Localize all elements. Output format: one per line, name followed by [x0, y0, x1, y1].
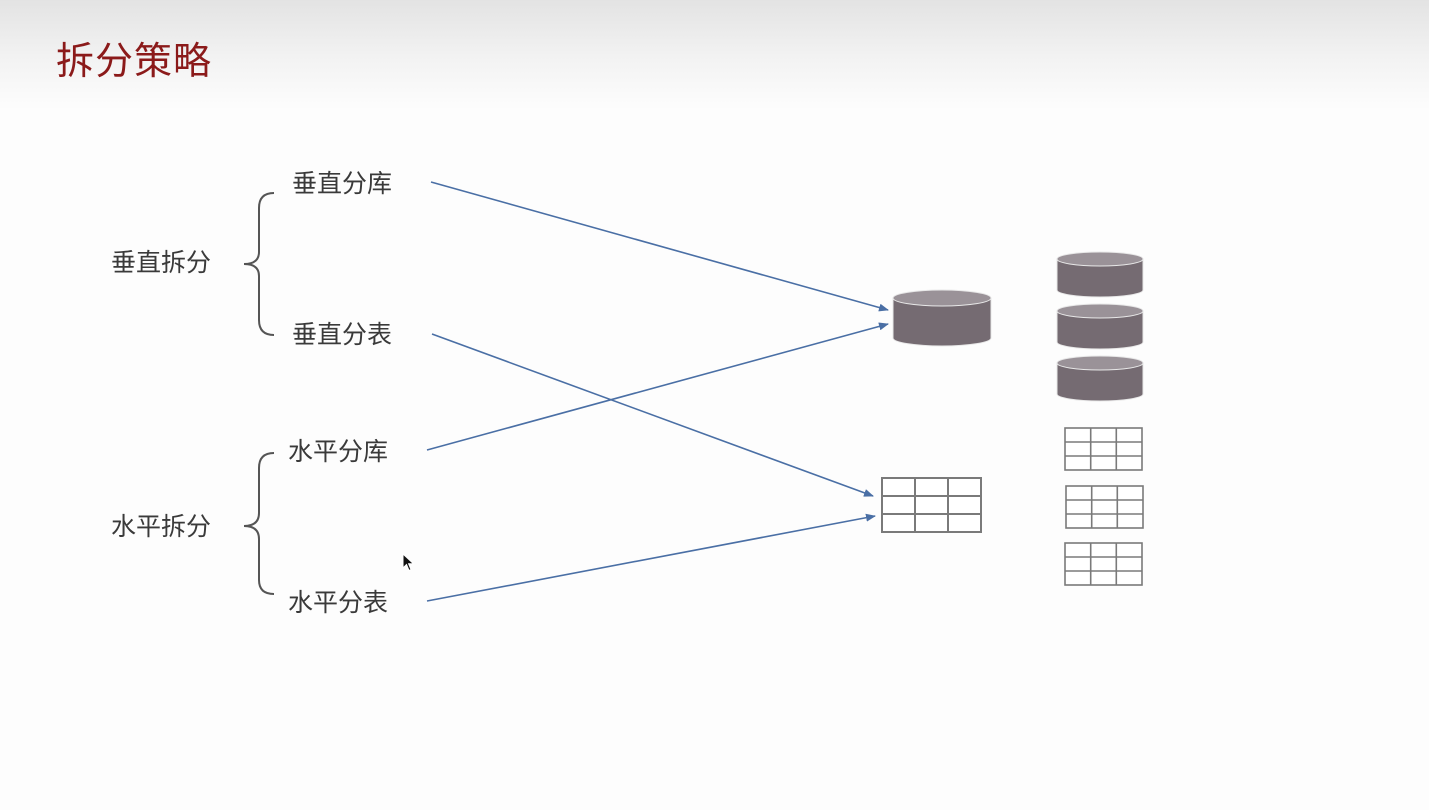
item-horizontal-table: 水平分表 — [288, 588, 389, 617]
arrow-vertical-db — [430, 181, 889, 312]
item-horizontal-db: 水平分库 — [288, 437, 389, 466]
database-stack-item-1 — [1056, 251, 1144, 298]
table-stack-icon — [1064, 427, 1144, 586]
arrow-horizontal-table — [426, 513, 876, 602]
header-band — [0, 0, 1429, 110]
item-vertical-db: 垂直分库 — [292, 169, 393, 198]
table-stack-item-1 — [1064, 427, 1143, 471]
item-vertical-table: 垂直分表 — [292, 320, 393, 349]
arrow-vertical-table — [431, 333, 874, 497]
database-stack-item-2 — [1056, 303, 1144, 350]
table-stack-item-2 — [1065, 485, 1144, 529]
vertical-brace — [243, 192, 275, 336]
page-title: 拆分策略 — [56, 39, 213, 83]
arrow-horizontal-db — [426, 322, 889, 451]
mouse-cursor-icon — [402, 553, 415, 572]
database-icon — [892, 289, 992, 347]
table-stack-item-3 — [1064, 542, 1143, 586]
group-label-horizontal: 水平拆分 — [111, 512, 212, 541]
database-stack-item-3 — [1056, 355, 1144, 402]
group-label-vertical: 垂直拆分 — [111, 248, 212, 277]
database-stack-icon — [1056, 251, 1144, 402]
horizontal-brace — [243, 452, 275, 595]
table-icon — [881, 477, 982, 533]
